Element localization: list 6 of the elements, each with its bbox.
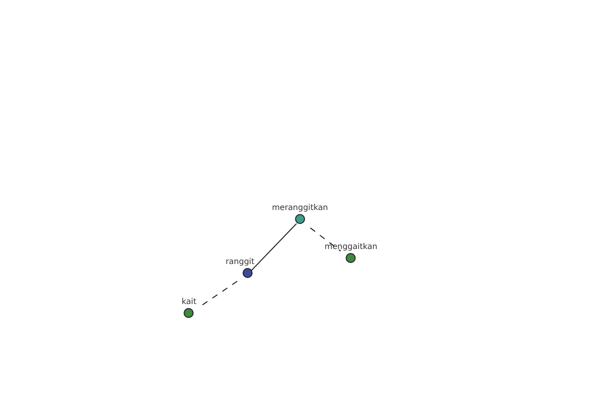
node-label: menggaitkan bbox=[324, 242, 378, 252]
connector-line bbox=[251, 223, 297, 271]
node-label: kait bbox=[182, 297, 196, 307]
dashed-line bbox=[310, 227, 342, 252]
node-label: ranggit bbox=[226, 257, 254, 267]
node-label: meranggitkan bbox=[272, 203, 328, 213]
